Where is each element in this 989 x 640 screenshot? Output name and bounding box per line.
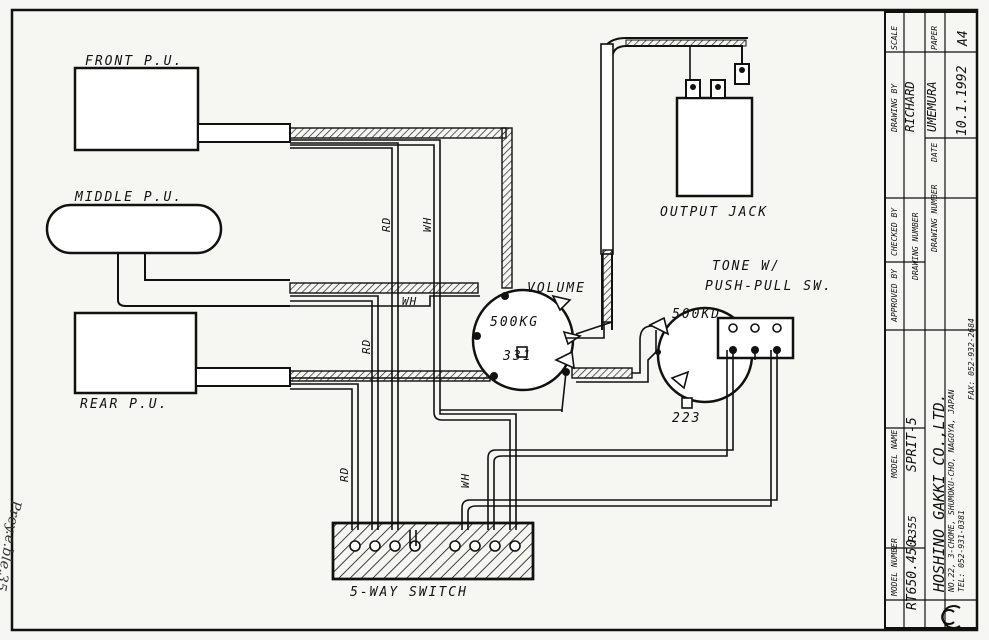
- wire-label-wh: WH: [402, 295, 417, 308]
- company-name: HOSHINO GAKKI CO.,LTD.: [930, 393, 948, 593]
- rear-shield-wire: [289, 370, 491, 382]
- rear-pickup-cable: [195, 367, 291, 387]
- date-header: DATE: [930, 143, 939, 163]
- volume-cap-value: 331: [502, 349, 532, 364]
- tone-cap-value: 223: [672, 411, 701, 426]
- company-fax: FAX: 052-932-2684: [967, 318, 976, 400]
- title-block: SCALE PAPER A4 DRAWING BY RICHARD UMEMUR…: [884, 11, 978, 629]
- date-value: 10.1.1992: [955, 65, 970, 136]
- output-jack-label: OUTPUT JACK: [660, 205, 768, 220]
- drawn-by-name1: RICHARD: [903, 81, 917, 132]
- middle-pickup-label: MIDDLE P.U.: [74, 190, 183, 205]
- tone-label-line2: PUSH-PULL SW.: [705, 279, 833, 294]
- drawing-number-header: DRAWING NUMBER: [930, 184, 939, 253]
- wire-label-rd: RD: [360, 339, 373, 354]
- model-number-value2: R355: [906, 516, 919, 543]
- drawing-number-header-left: DRAWING NUMBER: [911, 212, 920, 281]
- checked-by-header: CHECKED BY: [890, 207, 899, 256]
- five-way-switch: [331, 521, 535, 581]
- scale-header: SCALE: [890, 26, 899, 50]
- volume-label: VOLUME: [527, 281, 586, 296]
- wire-label-rd: RD: [380, 217, 393, 232]
- middle-pickup: [45, 203, 223, 255]
- rear-pickup-label: REAR P.U.: [80, 397, 168, 412]
- paper-header: PAPER: [930, 26, 939, 50]
- company-logo: [941, 605, 961, 629]
- front-pickup-label: FRONT P.U.: [85, 54, 183, 69]
- tone-value: 500KD: [672, 307, 721, 322]
- company-tel: TEL: 052-931-0381: [957, 510, 966, 592]
- drawn-by-name2: UMEMURA: [925, 81, 939, 132]
- front-pickup: [73, 66, 200, 152]
- front-pickup-cable: [197, 123, 291, 143]
- wire-label-wh: WH: [459, 473, 472, 488]
- model-name-header: MODEL NAME: [890, 430, 899, 479]
- rear-pickup: [73, 311, 198, 395]
- drawn-by-header: DRAWING BY: [890, 83, 899, 133]
- volume-value: 500KG: [490, 315, 539, 330]
- wire-label-rd: RD: [338, 467, 351, 482]
- tone-label-line1: TONE W/: [712, 259, 781, 274]
- model-number-value1: RT650.450.: [905, 532, 920, 610]
- output-jack: [675, 96, 754, 198]
- wire-label-wh: WH: [421, 217, 434, 232]
- switch-label: 5-WAY SWITCH: [350, 585, 468, 600]
- model-number-header: MODEL NUMBER: [890, 538, 899, 597]
- paper-value: A4: [956, 30, 971, 47]
- approved-by-header: APPROVED BY: [890, 268, 899, 323]
- model-name-value: SPRIT-5: [905, 417, 920, 472]
- company-address: NO.22, 3-CHOME, SHUMOKU-CHO, NAGOYA, JAP…: [947, 390, 956, 593]
- middle-shield-wire: [289, 282, 479, 294]
- front-shield-wire: [289, 127, 507, 139]
- output-shield-wire: [602, 249, 613, 323]
